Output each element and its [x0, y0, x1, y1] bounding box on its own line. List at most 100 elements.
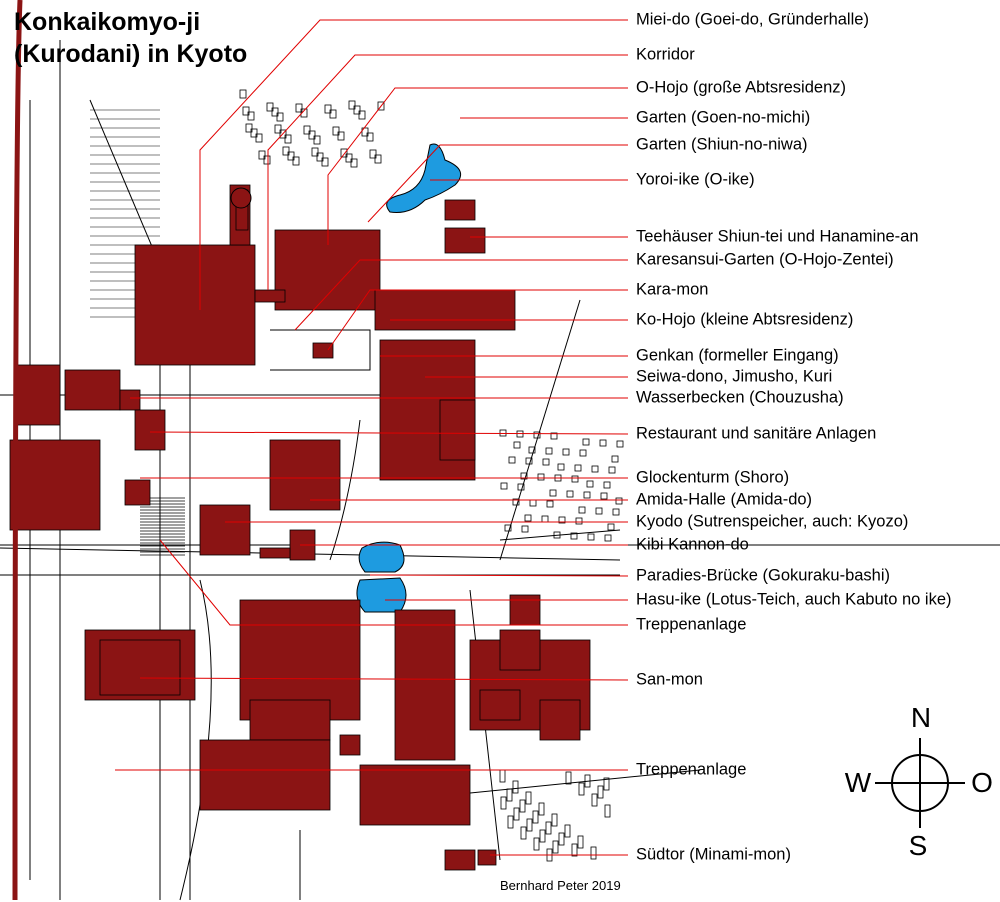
- road-outline: [329, 419, 361, 561]
- leader-line: [294, 259, 628, 331]
- leader-line: [149, 431, 629, 435]
- minor-building: [604, 804, 611, 818]
- temple-building: [124, 479, 151, 506]
- minor-building: [571, 475, 579, 483]
- minor-building: [616, 440, 624, 448]
- temple-building: [479, 689, 521, 721]
- minor-building: [565, 771, 572, 785]
- title-line-1: Konkaikomyo-ji: [14, 8, 201, 36]
- minor-building: [271, 107, 279, 117]
- map-label: Garten (Shiun-no-niwa): [636, 135, 808, 154]
- minor-building: [529, 499, 537, 507]
- map-title: Konkaikomyo-ji (Kurodani) in Kyoto: [14, 6, 247, 70]
- temple-building: [359, 764, 471, 826]
- minor-building: [369, 149, 377, 159]
- temple-building: [230, 187, 252, 209]
- minor-building: [245, 123, 253, 133]
- credit: Bernhard Peter 2019: [500, 878, 621, 893]
- minor-building: [295, 103, 303, 113]
- title-line-2: (Kurodani) in Kyoto: [14, 40, 248, 68]
- compass-west: W: [844, 767, 872, 798]
- leader-line: [369, 574, 629, 577]
- minor-building: [599, 439, 607, 447]
- minor-building: [590, 846, 597, 860]
- minor-building: [552, 840, 559, 854]
- minor-building: [329, 109, 337, 119]
- temple-building: [199, 739, 331, 811]
- map-label: Teehäuser Shiun-tei und Hanamine-an: [636, 227, 919, 246]
- minor-building: [374, 154, 382, 164]
- minor-building: [321, 157, 329, 167]
- temple-building: [269, 439, 341, 511]
- temple-building: [339, 734, 361, 756]
- minor-building: [557, 463, 565, 471]
- compass-south: S: [908, 830, 928, 861]
- map-label: Hasu-ike (Lotus-Teich, auch Kabuto no ik…: [636, 590, 952, 609]
- leader-line: [367, 144, 628, 223]
- temple-building: [539, 699, 581, 741]
- minor-building: [533, 837, 540, 851]
- temple-building: [312, 342, 334, 359]
- minor-building: [345, 153, 353, 163]
- map-label: Amida-Halle (Amida-do): [636, 490, 813, 509]
- minor-building: [578, 782, 585, 796]
- minor-building: [586, 480, 594, 488]
- minor-building: [575, 517, 583, 525]
- temple-building: [444, 849, 476, 871]
- minor-building: [551, 813, 558, 827]
- temple-building: [99, 639, 181, 696]
- minor-building: [250, 128, 258, 138]
- temple-building: [14, 364, 61, 426]
- map-label: Seiwa-dono, Jimusho, Kuri: [636, 367, 833, 386]
- minor-building: [566, 490, 574, 498]
- minor-building: [513, 807, 520, 821]
- minor-building: [287, 151, 295, 161]
- minor-building: [520, 826, 527, 840]
- minor-building: [300, 108, 308, 118]
- minor-building: [279, 129, 287, 139]
- minor-building: [377, 101, 385, 111]
- minor-building: [526, 818, 533, 832]
- minor-building: [276, 112, 284, 122]
- temple-building: [444, 199, 476, 221]
- map-label: Korridor: [636, 45, 695, 64]
- minor-building: [239, 89, 247, 99]
- minor-building: [612, 508, 620, 516]
- map-label: Miei-do (Goei-do, Gründerhalle): [636, 10, 869, 29]
- minor-building: [539, 829, 546, 843]
- minor-building: [571, 843, 578, 857]
- minor-building: [591, 465, 599, 473]
- map-label: San-mon: [636, 670, 703, 689]
- minor-building: [607, 523, 615, 531]
- map-label: Paradies-Brücke (Gokuraku-bashi): [636, 566, 891, 585]
- minor-building: [578, 506, 586, 514]
- leader-line: [159, 539, 628, 626]
- temple-building: [254, 289, 286, 303]
- map-label: Restaurant und sanitäre Anlagen: [636, 424, 877, 443]
- minor-building: [542, 458, 550, 466]
- minor-building: [242, 106, 250, 116]
- leader-line: [199, 19, 628, 310]
- temple-building: [199, 504, 251, 556]
- boundary-wall: [12, 0, 23, 901]
- minor-building: [292, 156, 300, 166]
- minor-building: [603, 481, 611, 489]
- minor-building: [550, 432, 558, 440]
- minor-building: [603, 777, 610, 791]
- minor-building: [553, 531, 561, 539]
- minor-building: [519, 799, 526, 813]
- minor-building: [521, 525, 529, 533]
- minor-building: [512, 780, 519, 794]
- temple-building: [374, 289, 516, 331]
- minor-building: [597, 785, 604, 799]
- minor-building: [574, 464, 582, 472]
- minor-building: [525, 457, 533, 465]
- minor-building: [361, 127, 369, 137]
- minor-building: [348, 100, 356, 110]
- compass-east: O: [971, 767, 993, 798]
- map-label: Treppenanlage: [636, 760, 747, 779]
- temple-building: [499, 629, 541, 671]
- road-outline: [499, 299, 581, 561]
- map-label: Yoroi-ike (O-ike): [636, 170, 755, 189]
